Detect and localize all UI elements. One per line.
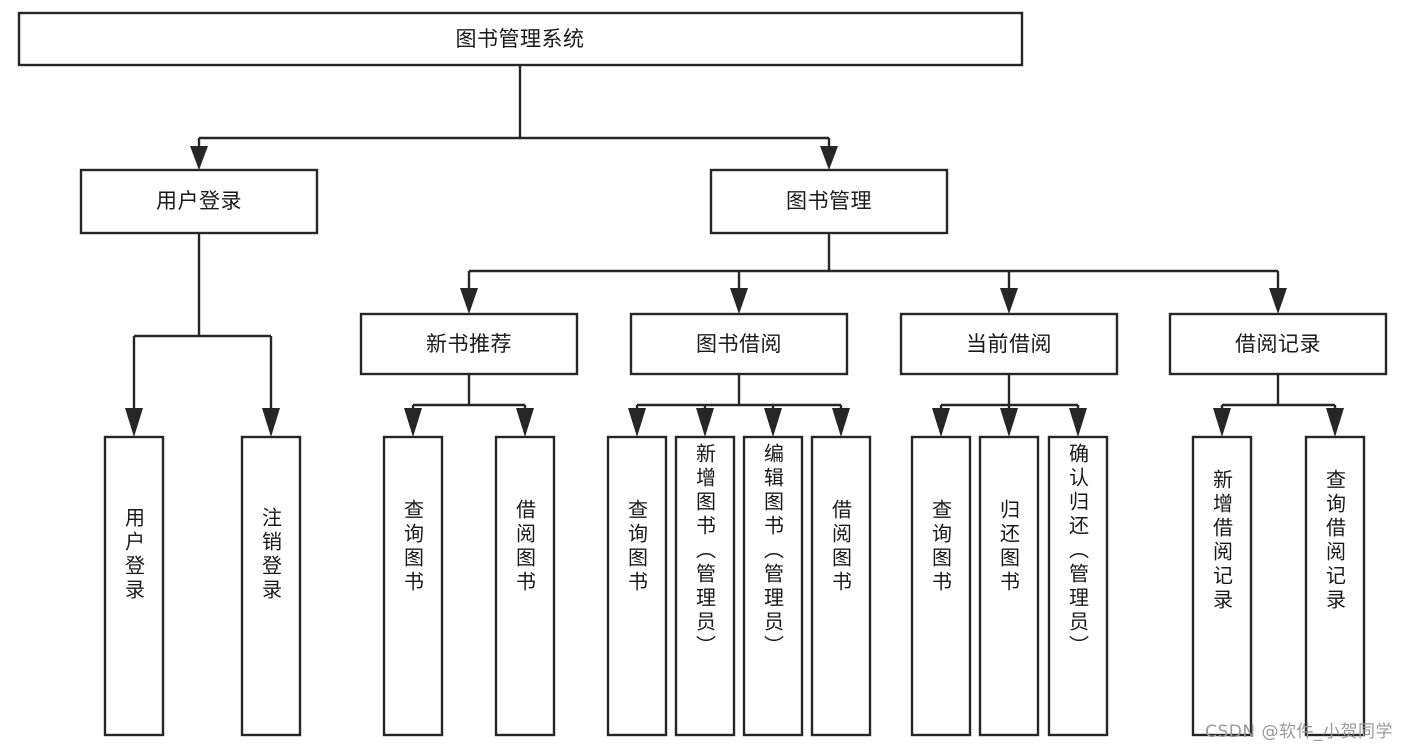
node-book-borrow-box[interactable] [629, 312, 849, 376]
leaf-add-book-box[interactable] [674, 435, 736, 737]
leaf-query-record-box[interactable] [1304, 435, 1366, 737]
leaf-query-book-2-box[interactable] [606, 435, 668, 737]
node-new-book-rec-label: 新书推荐 [426, 332, 512, 356]
arrow-head-new-book-rec [460, 288, 478, 314]
leaf-user-logout-box[interactable] [240, 435, 302, 737]
node-root-box[interactable] [17, 11, 1024, 67]
node-current-borrow[interactable]: 当前借阅 [899, 312, 1119, 376]
node-book-manage-label: 图书管理 [786, 189, 872, 213]
node-book-borrow[interactable]: 图书借阅 [629, 312, 849, 376]
arrow-head-leaf-query-record [1326, 408, 1344, 437]
leaf-query-book-3-box[interactable] [910, 435, 972, 737]
node-root[interactable]: 图书管理系统 [17, 11, 1024, 67]
node-root-label: 图书管理系统 [456, 27, 585, 51]
arrow-head-leaf-add-book [696, 408, 714, 437]
arrow-head-leaf-edit-book [764, 408, 782, 437]
arrow-head-leaf-return-book [1000, 408, 1018, 437]
leaf-query-book-1-box[interactable] [382, 435, 444, 737]
node-user-login[interactable]: 用户登录 [79, 168, 319, 235]
node-borrow-record-label: 借阅记录 [1235, 332, 1321, 356]
arrow-head-borrow-record [1269, 288, 1287, 314]
node-new-book-rec-box[interactable] [359, 312, 579, 376]
leaf-borrow-book-1-box[interactable] [494, 435, 556, 737]
watermark-text: CSDN @软件_小贺同学 [1205, 722, 1393, 742]
arrow-head-current-borrow [1000, 288, 1018, 314]
leaf-return-book-box[interactable] [978, 435, 1040, 737]
arrow-head-leaf-confirm-return [1069, 408, 1087, 437]
arrow-head-leaf-user-login [125, 408, 143, 437]
node-borrow-record-box[interactable] [1168, 312, 1388, 376]
node-borrow-record[interactable]: 借阅记录 [1168, 312, 1388, 376]
arrow-head-user-login [190, 146, 208, 170]
node-book-manage[interactable]: 图书管理 [709, 168, 949, 235]
arrow-head-leaf-query-book-3 [932, 408, 950, 437]
node-current-borrow-label: 当前借阅 [966, 332, 1052, 356]
node-current-borrow-box[interactable] [899, 312, 1119, 376]
arrow-head-book-borrow [730, 288, 748, 314]
arrow-head-leaf-query-book-1 [404, 408, 422, 437]
node-book-manage-box[interactable] [709, 168, 949, 235]
leaf-borrow-book-2-box[interactable] [810, 435, 872, 737]
arrow-head-leaf-query-book-2 [628, 408, 646, 437]
arrow-head-leaf-borrow-book-2 [832, 408, 850, 437]
arrow-head-leaf-user-logout [262, 408, 280, 437]
node-user-login-box[interactable] [79, 168, 319, 235]
leaf-edit-book-box[interactable] [742, 435, 804, 737]
leaf-add-record-box[interactable] [1191, 435, 1253, 737]
leaf-confirm-return-box[interactable] [1047, 435, 1109, 737]
arrow-head-book-manage [820, 146, 838, 170]
arrow-head-leaf-add-record [1213, 408, 1231, 437]
leaf-user-login-box[interactable] [103, 435, 165, 737]
node-user-login-label: 用户登录 [156, 189, 242, 213]
leaf-box-group [103, 435, 1366, 737]
node-new-book-rec[interactable]: 新书推荐 [359, 312, 579, 376]
connector-group [125, 65, 1344, 437]
node-book-borrow-label: 图书借阅 [696, 332, 782, 356]
arrow-head-leaf-borrow-book-1 [516, 408, 534, 437]
